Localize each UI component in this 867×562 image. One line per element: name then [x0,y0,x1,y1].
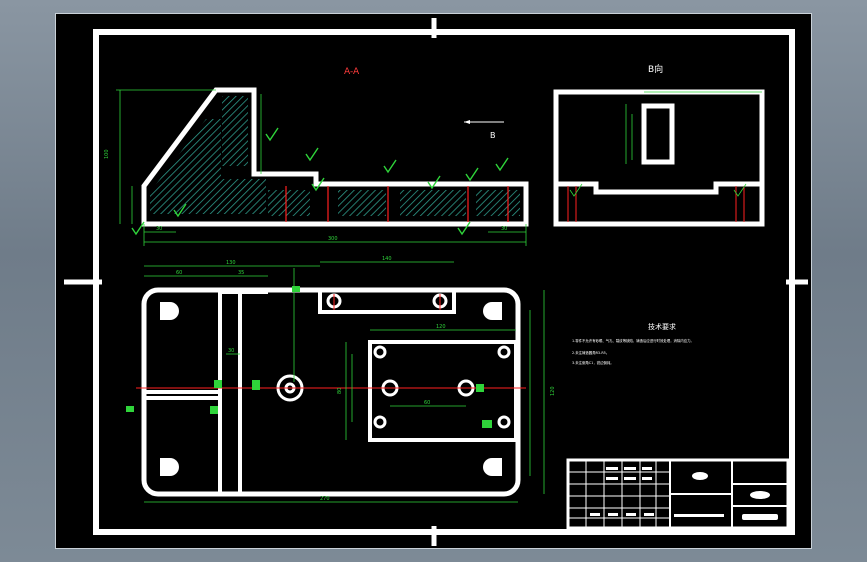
dim-overall-length: 300 [328,236,338,242]
technical-requirements: 技术要求 1.零件不允许有砂眼、气孔、裂纹等缺陷，铸造后应进行时效处理，消除内应… [572,322,694,365]
plan-ribs [144,290,268,492]
plan-dimensions [144,261,545,503]
notes-title: 技术要求 [648,322,676,331]
section-view-aa: A-A 100 300 30 [104,67,529,246]
plan-holes [276,293,511,429]
note-1: 1.零件不允许有砂眼、气孔、裂纹等缺陷，铸造后应进行时效处理，消除内应力。 [572,338,694,343]
title-block [566,458,790,530]
plan-inner-pocket [368,340,518,442]
plan-top-slot [318,288,456,314]
view-b-outline [553,89,765,227]
dim-left-offset: 30 [156,226,162,232]
note-3: 3.未注倒角C1，锐边倒钝。 [572,360,614,365]
dim-top-height: 100 [104,149,110,159]
view-b-dimensions [569,91,762,197]
section-dimensions [116,89,527,246]
dim-slot: 30 [228,348,234,354]
note-2: 2.未注铸造圆角R3-R5。 [572,350,609,355]
dim-plan-width-top: 130 [226,260,236,266]
roughness-symbols-section [131,127,509,236]
section-hatch-upright [222,96,248,166]
section-hatch-base-3 [400,190,466,216]
title-block-marks [590,467,778,520]
dim-right-offset: 30 [501,226,507,232]
drawing-sheet: A-A 100 300 30 [55,13,812,549]
section-outline [141,87,529,227]
arrow-label: B [490,131,496,140]
dim-plan-sub-a: 60 [176,270,182,276]
view-b-center-lines [567,186,745,222]
plan-view: 130 140 60 35 270 120 80 120 30 60 [126,256,556,503]
cad-drawing: A-A 100 300 30 [64,18,808,546]
section-hatch-base-4 [476,190,520,216]
dim-inner-height: 80 [337,388,343,394]
section-hatch-rib [150,119,266,214]
centering-marks [64,18,808,546]
dim-inner-offset: 60 [424,400,430,406]
view-b-boss [641,103,675,165]
section-label: A-A [344,67,360,77]
plan-markers [126,286,492,428]
dim-plan-width-right: 140 [382,256,392,262]
dim-side-height: 120 [550,386,556,396]
dim-plan-overall: 270 [320,496,330,502]
plan-center-lines [136,294,526,389]
view-direction-arrow: B [464,120,504,140]
view-b-label: B向 [648,63,663,75]
view-b: B向 [553,63,765,227]
dim-plan-sub-b: 35 [238,270,244,276]
section-hole-lines [285,186,509,222]
dim-inner-width: 120 [436,324,446,330]
plan-corner-slots [160,302,502,476]
section-hatch-base-1 [268,190,310,216]
section-hatch-base-2 [338,190,386,216]
